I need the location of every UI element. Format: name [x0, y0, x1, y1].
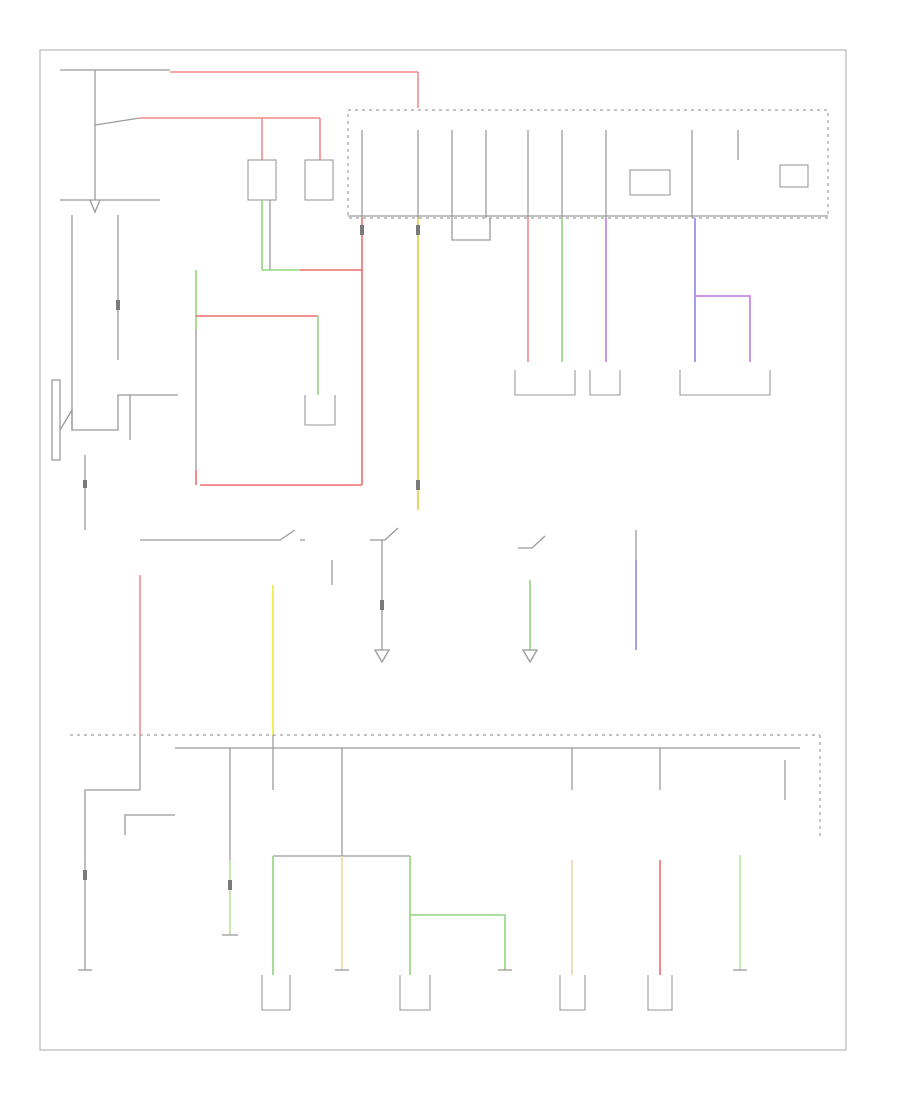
ground-symbol: [89, 199, 101, 214]
lower-left-branch: [84, 789, 140, 860]
connector: [360, 225, 364, 235]
main-relay-box: [247, 159, 277, 201]
diagram-frame: [39, 49, 847, 1051]
connectors: [83, 225, 420, 890]
switch-1: [265, 529, 296, 541]
green-output-6: [410, 914, 506, 970]
connector: [116, 300, 120, 310]
module-box-1: [514, 370, 576, 396]
connector: [380, 600, 384, 610]
connector: [83, 870, 87, 880]
sensor-box: [304, 395, 336, 426]
lower-outputs: [84, 855, 741, 975]
component-box-4: [647, 975, 673, 1011]
fuse-relay-box: [629, 169, 671, 196]
fuse-box-bottom: [70, 734, 821, 860]
component-box-2: [399, 975, 431, 1011]
starter-relay-box: [304, 159, 334, 201]
lower-feeds: [139, 575, 274, 735]
fuse-box-detail: [779, 164, 809, 188]
battery-feed-group: [51, 69, 419, 530]
lower-components: [78, 934, 747, 1011]
ground-symbol-2: [373, 649, 391, 664]
ground-symbol-3: [521, 649, 539, 664]
battery-icon: [51, 379, 61, 461]
fuse-row: [361, 130, 739, 218]
middle-switch-group: [140, 527, 637, 664]
component-box-3: [559, 975, 586, 1011]
lower-bracket: [124, 814, 175, 835]
fuse-box-outputs: [200, 218, 771, 510]
switch-2: [370, 527, 399, 541]
hot-bracket: [451, 218, 491, 241]
switch-3: [518, 535, 546, 549]
starter-circuit: [59, 394, 178, 431]
connector: [83, 480, 87, 488]
component-box-1: [261, 975, 291, 1011]
fuse-box-top: [347, 109, 829, 241]
connector: [416, 225, 420, 235]
relay-group: [247, 159, 362, 271]
fusible-link: [94, 117, 141, 126]
fuse-box-outline: [347, 109, 829, 219]
connector: [228, 880, 232, 890]
module-box-2: [589, 370, 621, 396]
purple-wire-module-b: [695, 295, 751, 362]
module-box-3: [679, 370, 771, 396]
left-middle-circuit: [195, 270, 336, 485]
connector: [416, 480, 420, 490]
